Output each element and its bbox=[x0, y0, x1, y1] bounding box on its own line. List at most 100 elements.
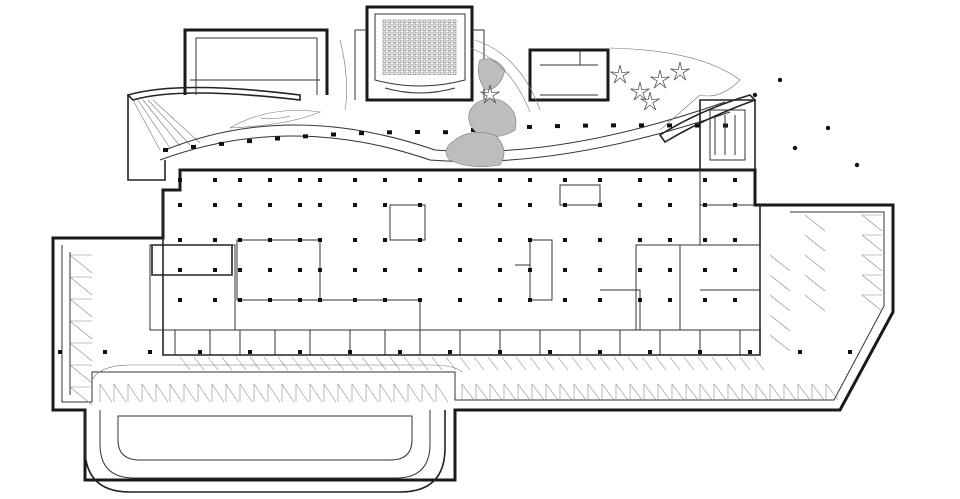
seat bbox=[397, 35, 402, 39]
seat bbox=[442, 71, 447, 75]
seat bbox=[412, 31, 417, 35]
parking-stall bbox=[459, 356, 471, 371]
seat bbox=[427, 35, 432, 39]
column bbox=[418, 268, 422, 272]
parking-stall bbox=[295, 383, 309, 403]
seat bbox=[422, 47, 427, 51]
parking-stall bbox=[529, 356, 541, 371]
gallery-post bbox=[247, 139, 252, 144]
parking-stall bbox=[169, 383, 183, 403]
parking-stall bbox=[861, 274, 883, 292]
seat bbox=[442, 39, 447, 43]
seat bbox=[412, 27, 417, 31]
column bbox=[238, 298, 242, 302]
seat bbox=[422, 51, 427, 55]
column bbox=[383, 268, 387, 272]
column bbox=[498, 268, 502, 272]
parking-stall bbox=[697, 356, 709, 371]
parking-stall bbox=[601, 383, 615, 401]
seat bbox=[382, 27, 387, 31]
seat bbox=[402, 43, 407, 47]
column bbox=[213, 298, 217, 302]
seat bbox=[432, 27, 437, 31]
seat bbox=[437, 27, 442, 31]
seat bbox=[452, 67, 457, 71]
seat bbox=[432, 71, 437, 75]
auditorium-seating bbox=[382, 19, 457, 75]
column bbox=[298, 350, 302, 354]
seat bbox=[452, 63, 457, 67]
column bbox=[148, 350, 152, 354]
parking-stall bbox=[375, 356, 387, 371]
column bbox=[298, 238, 302, 242]
seat bbox=[442, 31, 447, 35]
parking-stall bbox=[249, 356, 261, 371]
parking-stall bbox=[783, 383, 797, 401]
column bbox=[298, 298, 302, 302]
parking-stall bbox=[587, 383, 601, 401]
seat bbox=[452, 35, 457, 39]
column bbox=[638, 178, 642, 182]
seat bbox=[407, 43, 412, 47]
seat bbox=[397, 71, 402, 75]
column bbox=[668, 203, 672, 207]
seat bbox=[452, 23, 457, 27]
gallery-post bbox=[527, 124, 532, 129]
column bbox=[353, 178, 357, 182]
seat bbox=[412, 71, 417, 75]
column bbox=[213, 238, 217, 242]
column bbox=[268, 238, 272, 242]
gallery-post bbox=[695, 123, 700, 128]
parking-stall bbox=[811, 383, 825, 401]
parking-stall bbox=[713, 383, 727, 401]
parking-stall bbox=[323, 383, 337, 403]
column bbox=[598, 238, 602, 242]
column bbox=[178, 238, 182, 242]
seat bbox=[432, 31, 437, 35]
column bbox=[498, 203, 502, 207]
seat bbox=[392, 47, 397, 51]
seat bbox=[417, 35, 422, 39]
column bbox=[528, 178, 532, 182]
seat bbox=[412, 55, 417, 59]
parking-stall bbox=[99, 383, 113, 403]
column bbox=[498, 298, 502, 302]
seat bbox=[417, 23, 422, 27]
seat bbox=[447, 55, 452, 59]
parking-stall bbox=[309, 383, 323, 403]
column bbox=[563, 238, 567, 242]
column bbox=[668, 268, 672, 272]
seat bbox=[407, 39, 412, 43]
parking-stall bbox=[797, 383, 811, 401]
parking-stall bbox=[585, 356, 597, 371]
seat bbox=[442, 23, 447, 27]
seat bbox=[452, 19, 457, 23]
seat bbox=[452, 59, 457, 63]
parking-stall bbox=[755, 383, 769, 401]
tree bbox=[650, 69, 670, 89]
seat bbox=[442, 43, 447, 47]
tree bbox=[610, 64, 630, 84]
parking-stall bbox=[501, 356, 513, 371]
seat bbox=[382, 71, 387, 75]
parking-stall bbox=[699, 383, 713, 401]
parking-stall bbox=[305, 356, 317, 371]
gallery-post bbox=[555, 124, 560, 129]
seat bbox=[382, 51, 387, 55]
seat bbox=[397, 59, 402, 63]
parking-stall bbox=[769, 383, 783, 401]
seat bbox=[397, 23, 402, 27]
column bbox=[733, 298, 737, 302]
seat bbox=[422, 55, 427, 59]
seat bbox=[397, 39, 402, 43]
parking-stall bbox=[435, 383, 449, 403]
seat bbox=[427, 39, 432, 43]
seat bbox=[442, 59, 447, 63]
seat bbox=[422, 67, 427, 71]
seat bbox=[382, 35, 387, 39]
seat bbox=[387, 19, 392, 23]
parking-stall bbox=[804, 214, 826, 232]
seat bbox=[407, 63, 412, 67]
seat bbox=[407, 27, 412, 31]
seat bbox=[427, 59, 432, 63]
